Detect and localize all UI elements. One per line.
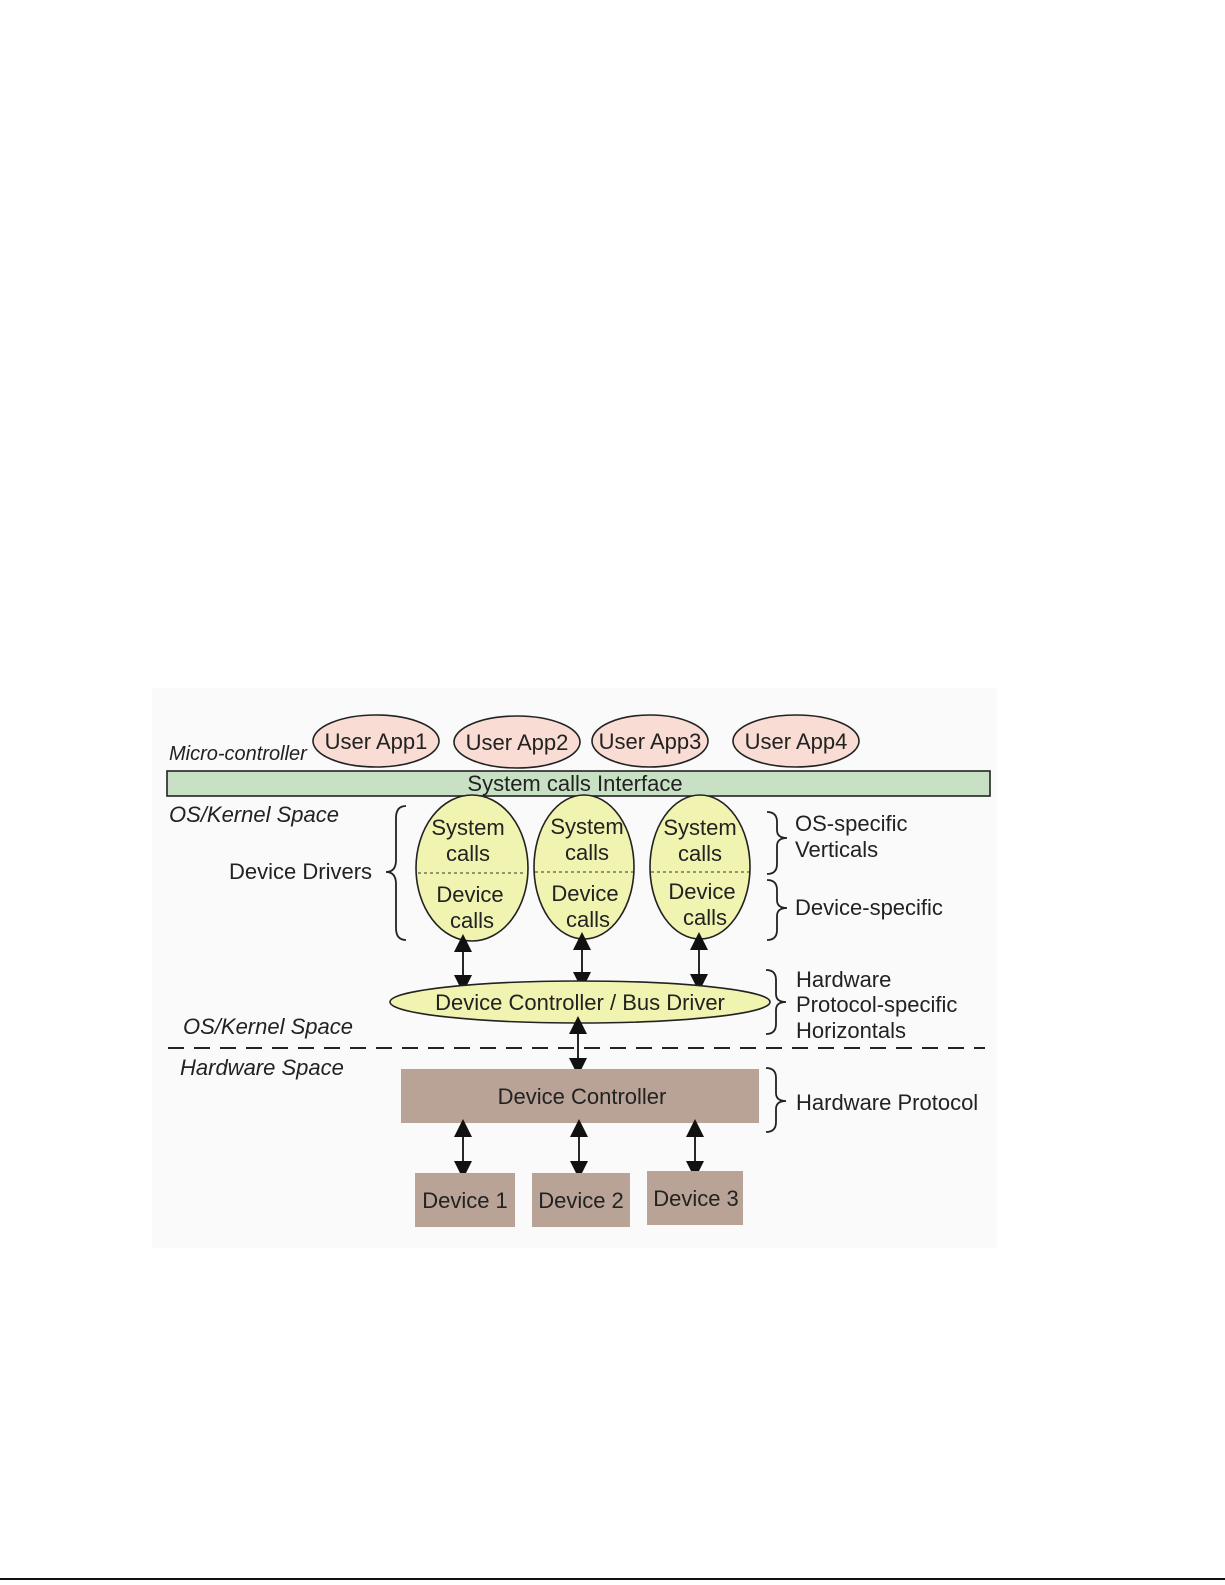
driver-system-calls-line1: System (550, 814, 623, 839)
user-app-2: User App2 (453, 715, 581, 769)
device-1: Device 1 (415, 1173, 515, 1227)
driver-device-calls-line1: Device (551, 881, 618, 906)
page-bottom-rule (0, 1578, 1225, 1580)
driver-1: System calls Device calls (415, 794, 529, 942)
hw-protocol-specific-line3: Horizontals (796, 1018, 906, 1043)
driver-system-calls-line2: calls (446, 841, 490, 866)
device-3: Device 3 (647, 1171, 743, 1225)
hardware-space-label: Hardware Space (180, 1055, 344, 1080)
device-specific-brace (766, 879, 788, 941)
user-app-4: User App4 (732, 714, 860, 768)
user-app-label: User App3 (599, 729, 702, 754)
device-2: Device 2 (532, 1173, 630, 1227)
hw-protocol-specific-line1: Hardware (796, 967, 891, 992)
driver-device-calls-line2: calls (566, 907, 610, 932)
os-specific-brace (766, 811, 788, 875)
driver-system-calls-line1: System (431, 815, 504, 840)
driver-device-calls-line2: calls (683, 905, 727, 930)
hw-protocol-specific-brace (765, 969, 787, 1035)
os-specific-line2: Verticals (795, 837, 878, 862)
device-box (415, 1173, 515, 1227)
hardware-protocol-label: Hardware Protocol (796, 1090, 978, 1115)
hardware-protocol-brace (765, 1067, 787, 1133)
user-app-1: User App1 (312, 714, 440, 768)
os-kernel-space-top-label: OS/Kernel Space (169, 802, 339, 827)
driver-2: System calls Device calls (533, 794, 635, 940)
driver-system-calls-line1: System (663, 815, 736, 840)
device-drivers-brace (385, 805, 407, 941)
os-kernel-space-bottom-label: OS/Kernel Space (183, 1014, 353, 1039)
system-calls-interface-label: System calls Interface (467, 771, 682, 796)
device-box (647, 1171, 743, 1225)
user-app-shape (732, 714, 860, 768)
device-controller-box (401, 1069, 759, 1123)
bus-driver-label: Device Controller / Bus Driver (435, 990, 725, 1015)
driver-device-calls-line2: calls (450, 908, 494, 933)
user-app-label: User App1 (325, 729, 428, 754)
device-label: Device 1 (422, 1188, 508, 1213)
driver-system-calls-line2: calls (565, 840, 609, 865)
device-controller-label: Device Controller (498, 1084, 667, 1109)
driver-device-calls-line1: Device (436, 882, 503, 907)
micro-controller-label: Micro-controller (169, 743, 308, 765)
device-drivers-label: Device Drivers (229, 859, 372, 884)
system-calls-interface-bar (166, 770, 991, 797)
device-box (532, 1173, 630, 1227)
driver-device-calls-line1: Device (668, 879, 735, 904)
device-specific-label: Device-specific (795, 895, 943, 920)
user-app-3: User App3 (591, 714, 709, 768)
driver-3: System calls Device calls (649, 794, 751, 940)
user-app-shape (591, 714, 709, 768)
device-label: Device 3 (653, 1186, 739, 1211)
user-app-label: User App2 (466, 730, 569, 755)
driver-shape (415, 794, 529, 942)
os-specific-line1: OS-specific (795, 811, 907, 836)
user-app-shape (312, 714, 440, 768)
driver-system-calls-line2: calls (678, 841, 722, 866)
hw-protocol-specific-line2: Protocol-specific (796, 992, 957, 1017)
user-app-label: User App4 (745, 729, 848, 754)
device-label: Device 2 (538, 1188, 624, 1213)
user-app-shape (453, 715, 581, 769)
